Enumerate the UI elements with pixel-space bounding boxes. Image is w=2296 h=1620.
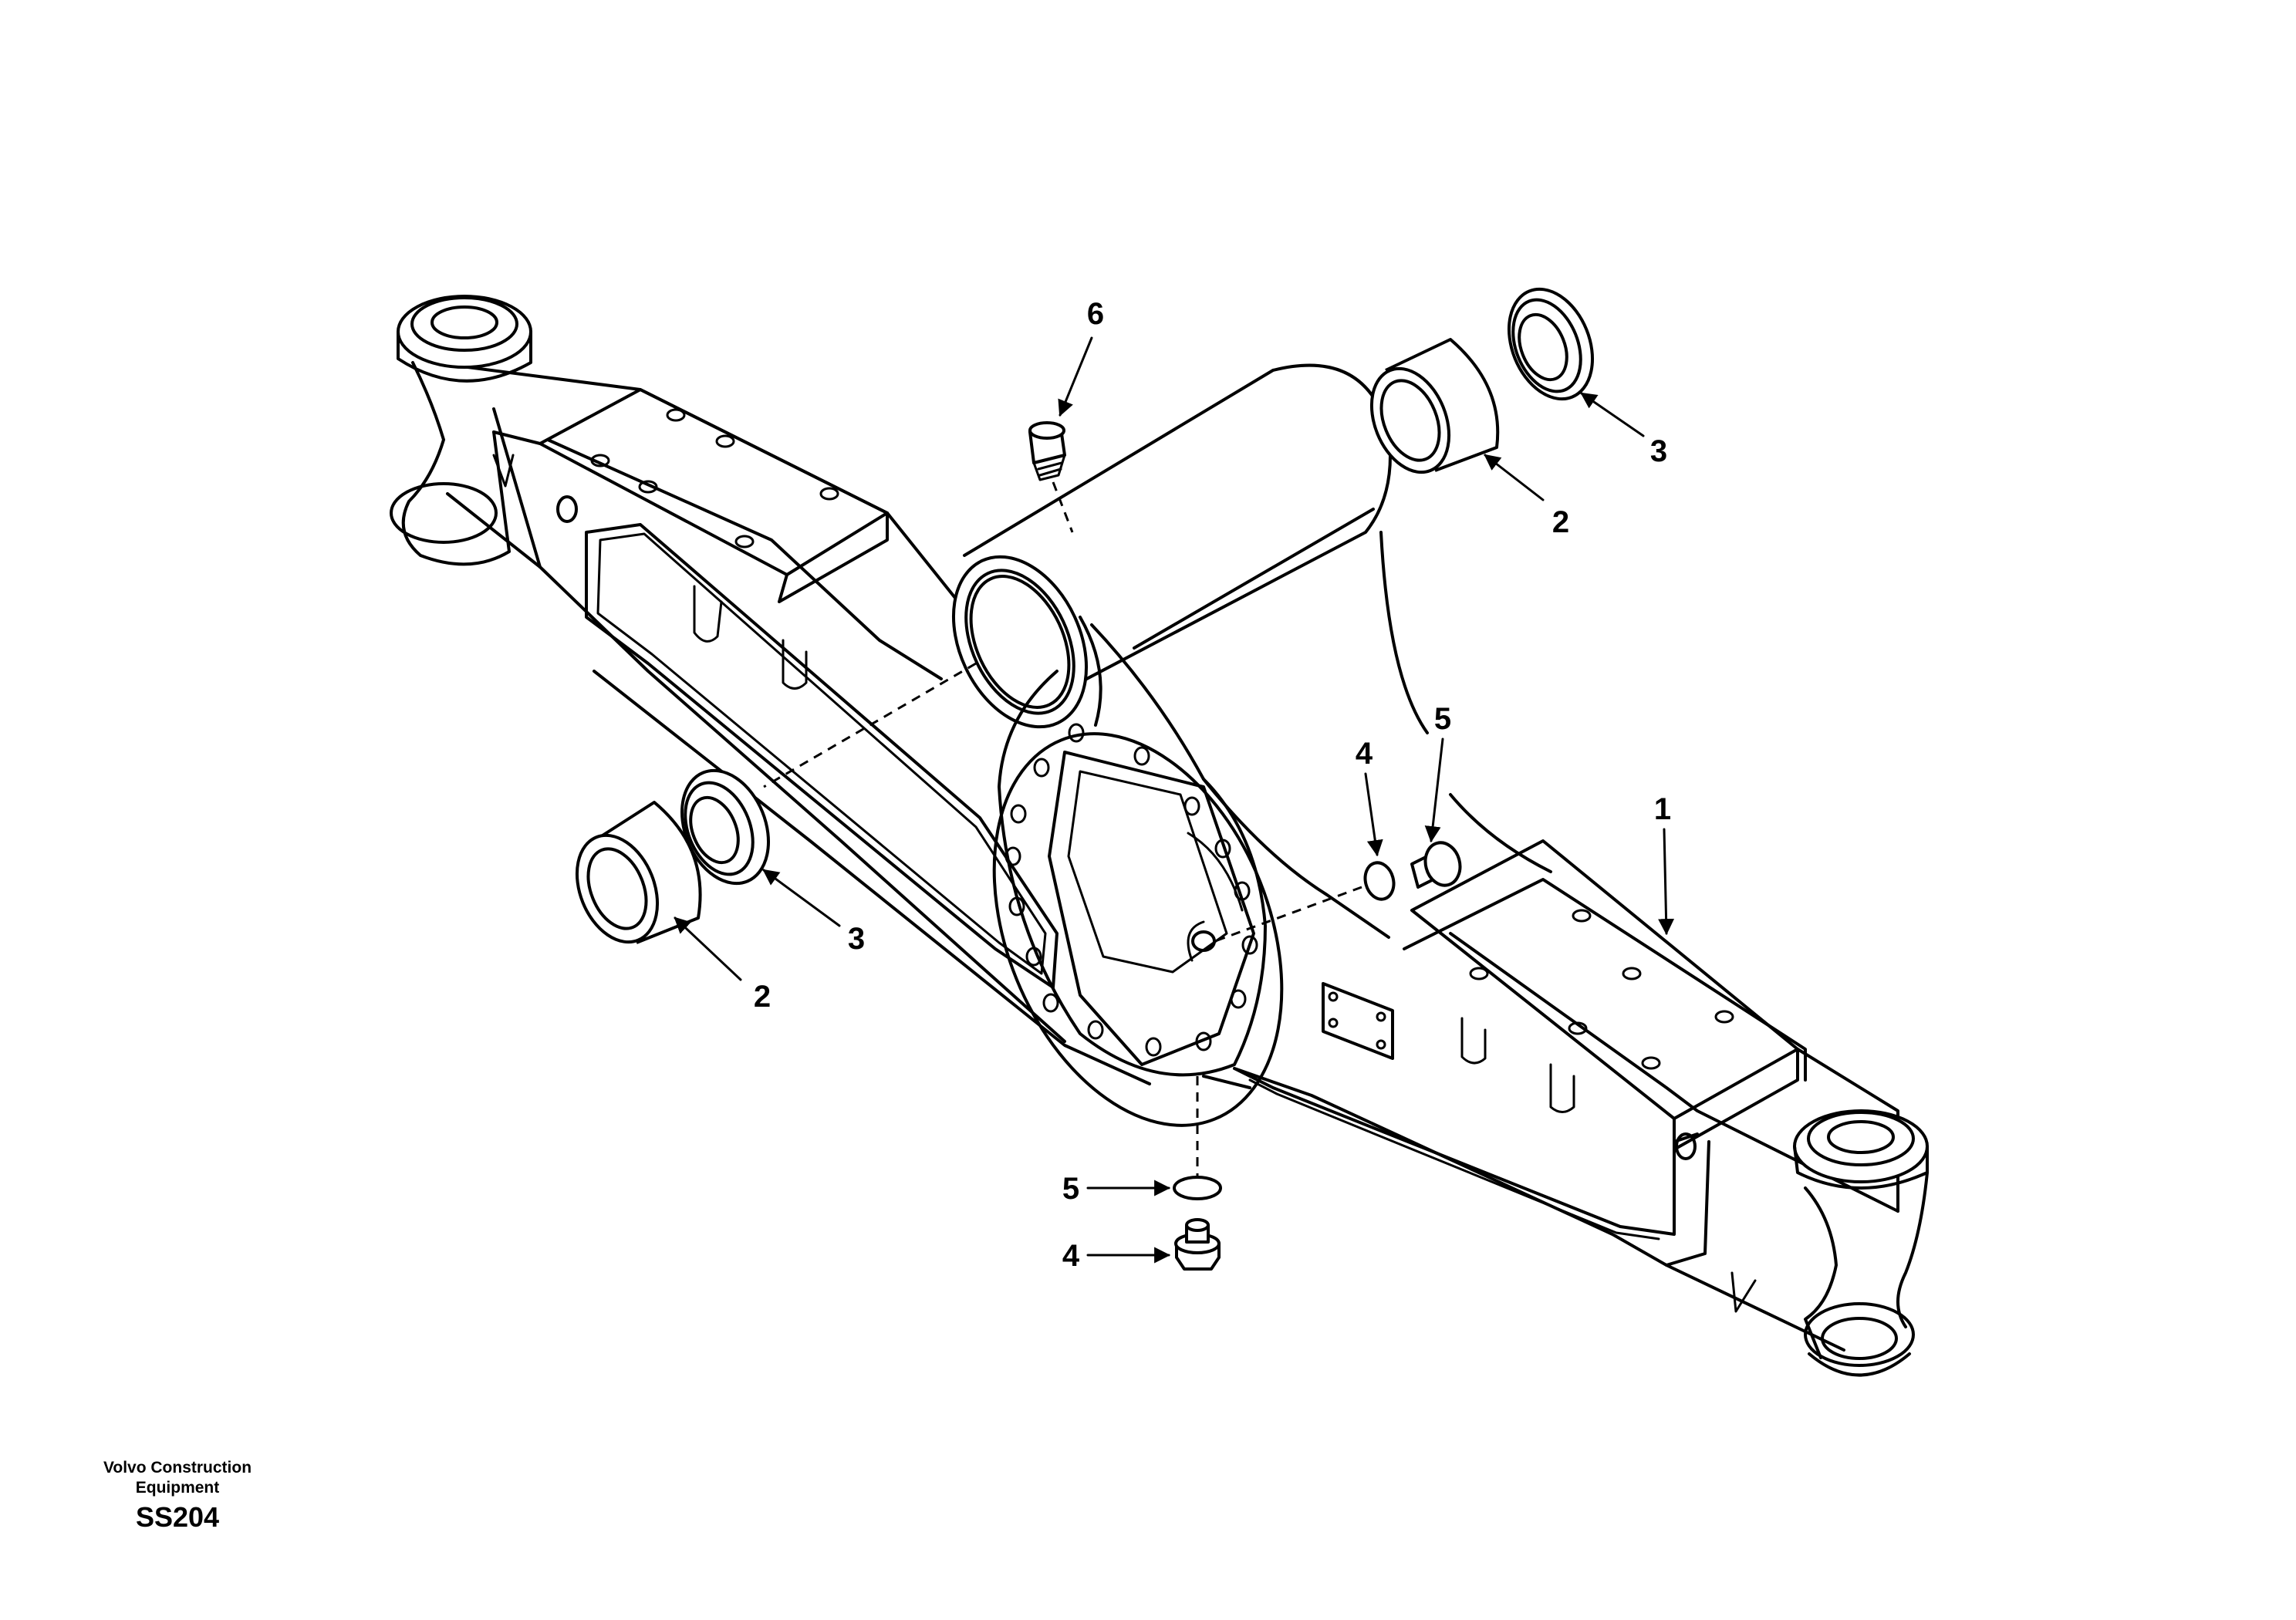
bearing-upper [1507,287,1595,401]
leader-arrows [674,336,1675,1264]
callout-4-lower: 4 [1062,1239,1080,1273]
bearing-lower [680,768,770,886]
assembly-lines [763,481,1362,1176]
callout-2-lower: 2 [754,980,771,1014]
callout-4-upper: 4 [1356,737,1373,771]
brand-line-1: Volvo Construction [103,1459,252,1477]
breather-plug [1028,421,1066,481]
callout-5-upper: 5 [1434,702,1451,736]
callout-5-lower: 5 [1062,1172,1079,1206]
flange-bolt-holes [1004,723,1258,1057]
bushing-upper [1369,338,1500,474]
diagram-code: SS204 [135,1501,220,1533]
drain-plug-lower [1174,1218,1221,1271]
right-pad-holes [1469,909,1734,1070]
callout-2-upper: 2 [1552,505,1569,539]
callout-3-lower: 3 [848,922,865,956]
left-pad-holes [590,408,839,548]
seal-ring-lower [1173,1176,1222,1200]
callout-3-upper: 3 [1650,434,1667,468]
callout-6: 6 [1087,297,1104,331]
seal-ring-upper [1363,861,1396,901]
callout-1: 1 [1654,792,1671,826]
axle-housing [390,295,1929,1377]
bushing-lower [575,801,702,944]
plug-upper [1410,841,1462,889]
brand-line-2: Equipment [135,1479,220,1497]
